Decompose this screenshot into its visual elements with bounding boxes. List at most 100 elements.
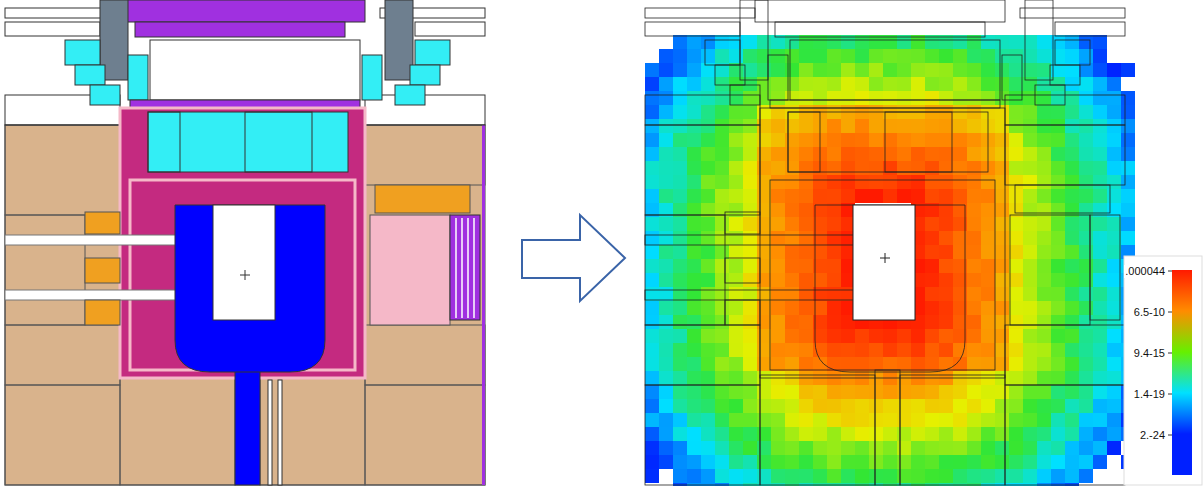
mesh-cell <box>1093 77 1107 91</box>
mesh-cell <box>1051 161 1065 175</box>
mesh-cell <box>1009 245 1023 259</box>
mesh-cell <box>785 385 799 399</box>
mesh-cell <box>757 77 771 91</box>
mesh-cell <box>995 441 1009 455</box>
mesh-cell <box>939 217 953 231</box>
mesh-cell <box>855 77 869 91</box>
model-region <box>5 215 85 325</box>
mesh-cell <box>757 399 771 413</box>
mesh-cell <box>841 77 855 91</box>
mesh-cell <box>659 385 673 399</box>
mesh-cell <box>1009 357 1023 371</box>
mesh-cell <box>1051 105 1065 119</box>
mesh-cell <box>1023 287 1037 301</box>
model-region <box>365 325 485 385</box>
mesh-cell <box>1107 343 1121 357</box>
model-region <box>75 65 105 85</box>
mesh-cell <box>715 273 729 287</box>
mesh-cell <box>771 357 785 371</box>
mesh-cell <box>1009 161 1023 175</box>
mesh-cell <box>1079 371 1093 385</box>
mesh-cell <box>967 273 981 287</box>
mesh-cell <box>1107 119 1121 133</box>
mesh-cell <box>1079 469 1093 483</box>
model-region <box>5 22 100 36</box>
mesh-cell <box>1107 371 1121 385</box>
mesh-cell <box>673 63 687 77</box>
mesh-cell <box>659 63 673 77</box>
mesh-cell <box>701 49 715 63</box>
mesh-cell <box>687 175 701 189</box>
mesh-cell <box>743 49 757 63</box>
mesh-cell <box>981 63 995 77</box>
mesh-cell <box>743 413 757 427</box>
mesh-cell <box>981 357 995 371</box>
mesh-cell <box>1079 175 1093 189</box>
mesh-cell <box>1051 357 1065 371</box>
mesh-cell <box>659 49 673 63</box>
outline-region <box>725 258 760 283</box>
mesh-cell <box>1009 441 1023 455</box>
mesh-cell <box>1023 119 1037 133</box>
model-region <box>148 112 348 172</box>
mesh-cell <box>869 119 883 133</box>
mesh-cell <box>855 119 869 133</box>
mesh-cell <box>771 441 785 455</box>
mesh-cell <box>1051 175 1065 189</box>
mesh-cell <box>673 49 687 63</box>
mesh-cell <box>981 49 995 63</box>
mesh-cell <box>701 119 715 133</box>
mesh-cell <box>967 399 981 413</box>
mesh-cell <box>785 161 799 175</box>
mesh-cell <box>1037 189 1051 203</box>
model-region <box>260 375 365 485</box>
mesh-cell <box>967 203 981 217</box>
mesh-cell <box>715 105 729 119</box>
mesh-cell <box>869 343 883 357</box>
mesh-cell <box>687 399 701 413</box>
mesh-cell <box>771 399 785 413</box>
mesh-cell <box>1065 105 1079 119</box>
mesh-cell <box>1107 441 1121 455</box>
mesh-cell <box>659 161 673 175</box>
outline-region <box>1025 0 1053 80</box>
mesh-cell <box>687 189 701 203</box>
mesh-cell <box>799 119 813 133</box>
mesh-cell <box>729 77 743 91</box>
mesh-cell <box>743 161 757 175</box>
mesh-cell <box>939 119 953 133</box>
mesh-cell <box>673 371 687 385</box>
mesh-cell <box>645 399 659 413</box>
mesh-cell <box>967 49 981 63</box>
mesh-cell <box>981 343 995 357</box>
color-bar-label: 6.5-10 <box>1133 306 1166 319</box>
mesh-cell <box>715 217 729 231</box>
mesh-cell <box>939 189 953 203</box>
mesh-cell <box>995 455 1009 469</box>
mesh-cell <box>1023 189 1037 203</box>
mesh-cell <box>939 77 953 91</box>
mesh-cell <box>925 343 939 357</box>
mesh-cell <box>645 427 659 441</box>
mesh-cell <box>827 119 841 133</box>
mesh-cell <box>827 441 841 455</box>
mesh-cell <box>743 371 757 385</box>
mesh-cell <box>813 399 827 413</box>
mesh-cell <box>729 231 743 245</box>
mesh-cell <box>715 91 729 105</box>
mesh-cell <box>687 287 701 301</box>
mesh-cell <box>743 231 757 245</box>
mesh-cell <box>729 91 743 105</box>
mesh-cell <box>869 77 883 91</box>
mesh-cell <box>1051 217 1065 231</box>
mesh-cell <box>883 455 897 469</box>
mesh-cell <box>995 161 1009 175</box>
mesh-cell <box>911 77 925 91</box>
mesh-cell <box>757 357 771 371</box>
mesh-cell <box>827 49 841 63</box>
outline-region <box>1005 385 1125 485</box>
color-bar-tick <box>1168 435 1172 436</box>
mesh-cell <box>715 133 729 147</box>
mesh-cell <box>1037 287 1051 301</box>
mesh-cell <box>981 259 995 273</box>
